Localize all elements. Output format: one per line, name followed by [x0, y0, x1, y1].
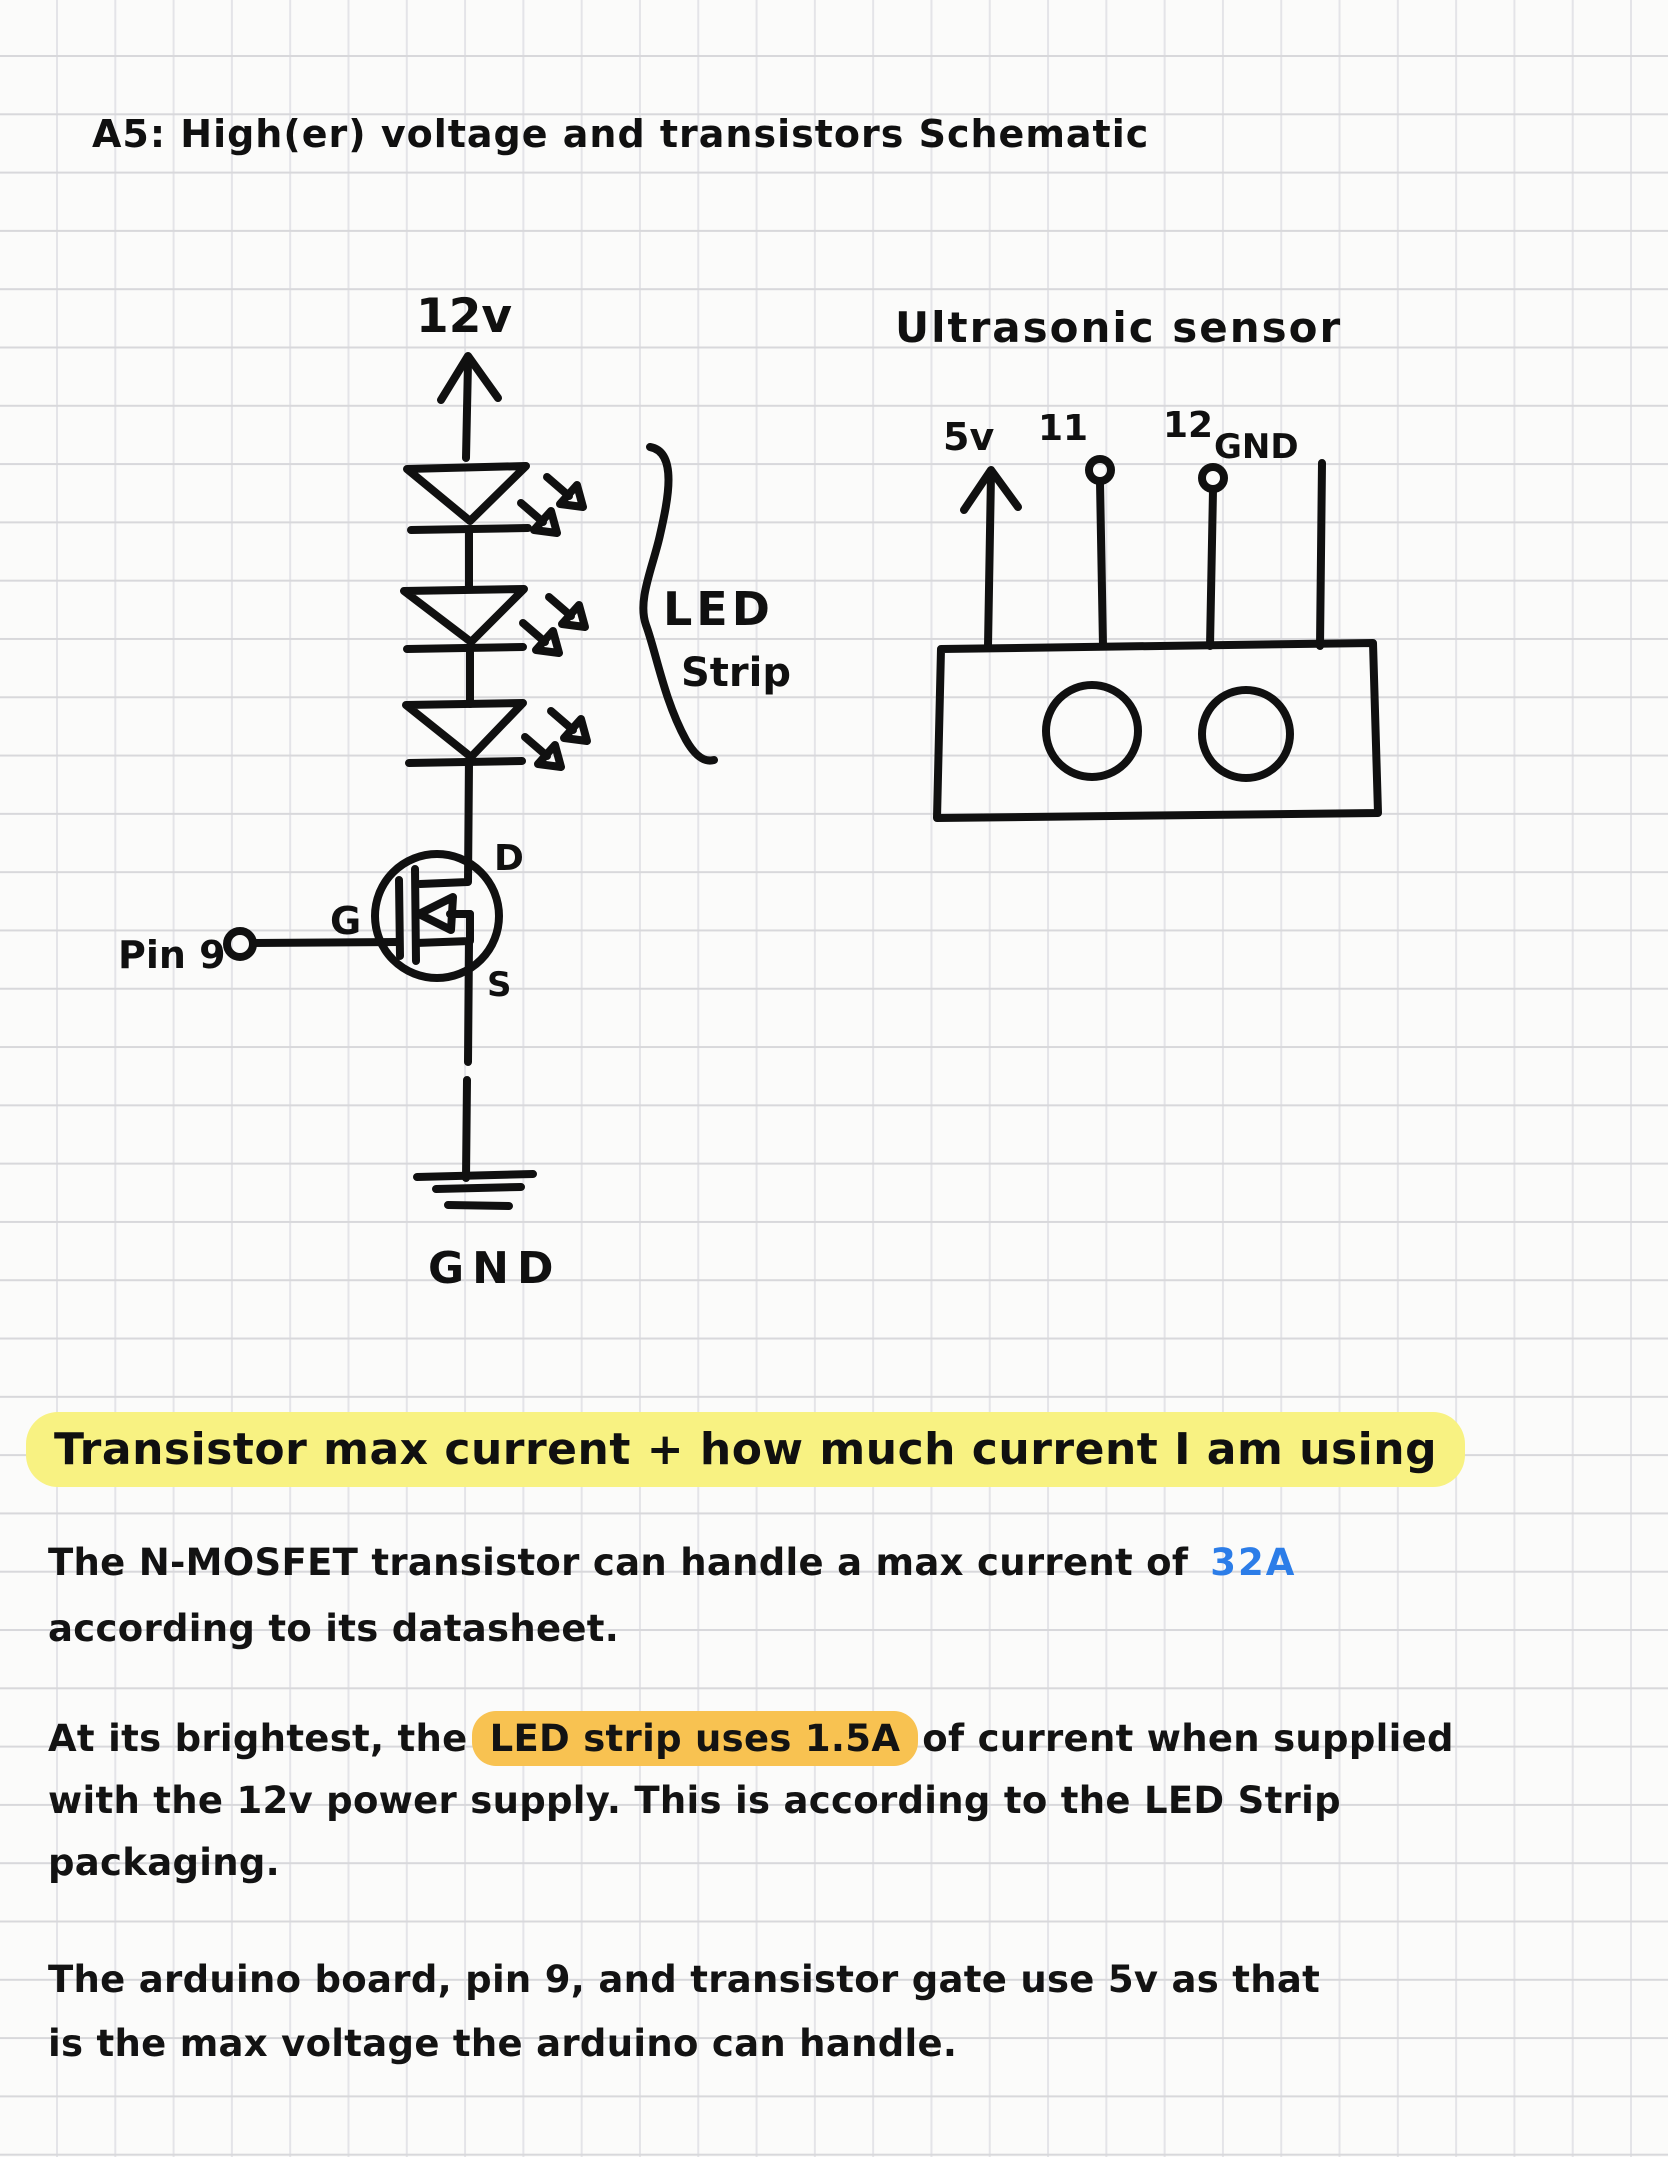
led3-triangle	[402, 699, 527, 761]
pin9-terminal	[223, 927, 257, 961]
paragraph-arduino-voltage: The arduino board, pin 9, and transistor…	[48, 1948, 1320, 2076]
wire-drain	[416, 760, 473, 888]
pin9-label: Pin 9	[118, 933, 226, 977]
led2-cathode-bar	[403, 643, 527, 653]
sensor-pin-12-terminal	[1198, 463, 1228, 493]
led-current-highlight: LED strip uses 1.5A	[471, 1711, 919, 1766]
section-heading-highlight: Transistor max current + how much curren…	[26, 1412, 1466, 1487]
supply-voltage-label: 12v	[416, 289, 512, 344]
sensor-title: Ultrasonic sensor	[895, 303, 1342, 352]
gate-label: G	[330, 899, 361, 943]
sensor-pin-12-label: 12	[1163, 405, 1213, 446]
led-strip-label-line1: LED	[663, 582, 774, 636]
paragraph-line: is the max voltage the arduino can handl…	[48, 2022, 958, 2065]
supply-arrow-shaft	[462, 358, 472, 462]
section-heading-text: Transistor max current + how much curren…	[54, 1424, 1438, 1475]
sensor-eye-right	[1198, 686, 1294, 782]
led2-light-arrow-1	[549, 597, 585, 627]
paragraph-max-current: The N-MOSFET transistor can handle a max…	[48, 1530, 1296, 1662]
sensor-pin-gnd-label: GND	[1214, 427, 1299, 467]
para1-text: The N-MOSFET transistor can handle a max…	[48, 1541, 1189, 1584]
sensor-pin-5v-label: 5v	[943, 415, 994, 459]
paragraph-line: The N-MOSFET transistor can handle a max…	[48, 1530, 1296, 1596]
wire-gate	[250, 938, 402, 947]
sensor-pin-5v-wire	[984, 470, 995, 650]
sensor-pin-11-terminal	[1085, 455, 1115, 485]
led-transistor-schematic: 12v LED Strip D G	[118, 289, 791, 1294]
led-strip-label-line2: Strip	[681, 650, 791, 696]
page-title: A5: High(er) voltage and transistors Sch…	[92, 112, 1150, 156]
drain-label: D	[494, 838, 524, 879]
paragraph-line: packaging.	[48, 1841, 281, 1884]
sensor-pin-5v-arrow-head	[960, 466, 1022, 514]
paragraph-line: The arduino board, pin 9, and transistor…	[48, 1958, 1321, 2001]
sensor-eye-left	[1042, 681, 1142, 781]
led2-light-arrow-2	[523, 623, 559, 653]
para2-text-pre: At its brightest, the	[48, 1717, 468, 1760]
ultrasonic-sensor-drawing: Ultrasonic sensor 5v 11 12 GND	[895, 303, 1382, 822]
max-current-value: 32A	[1210, 1541, 1297, 1584]
sensor-pin-gnd-wire	[1316, 459, 1326, 650]
mosfet-body-circle	[371, 850, 503, 982]
wire-source-2	[462, 1076, 471, 1182]
sensor-pin-12-wire	[1206, 486, 1217, 650]
paragraph-line: with the 12v power supply. This is accor…	[48, 1779, 1341, 1822]
ground-bar-1	[413, 1170, 537, 1181]
led1-light-arrow-1	[547, 477, 583, 507]
wire-source-1	[464, 939, 473, 1066]
paragraph-line: according to its datasheet.	[48, 1607, 620, 1650]
ground-label: GND	[428, 1243, 561, 1294]
ground-bar-2	[432, 1183, 525, 1193]
sensor-pin-11-label: 11	[1038, 408, 1088, 449]
sensor-pin-11-wire	[1096, 478, 1107, 650]
led3-cathode-bar	[405, 757, 526, 767]
led2-triangle	[400, 585, 528, 646]
sensor-body	[933, 639, 1382, 822]
ground-bar-3	[444, 1201, 513, 1210]
led-strip-brace	[639, 443, 718, 765]
led3-light-arrow-1	[551, 711, 587, 741]
led1-triangle	[403, 462, 530, 525]
led3-light-arrow-2	[525, 737, 561, 767]
supply-arrow-head	[437, 352, 502, 404]
source-label: S	[487, 965, 512, 1005]
para2-text-post: of current when supplied	[922, 1717, 1454, 1760]
